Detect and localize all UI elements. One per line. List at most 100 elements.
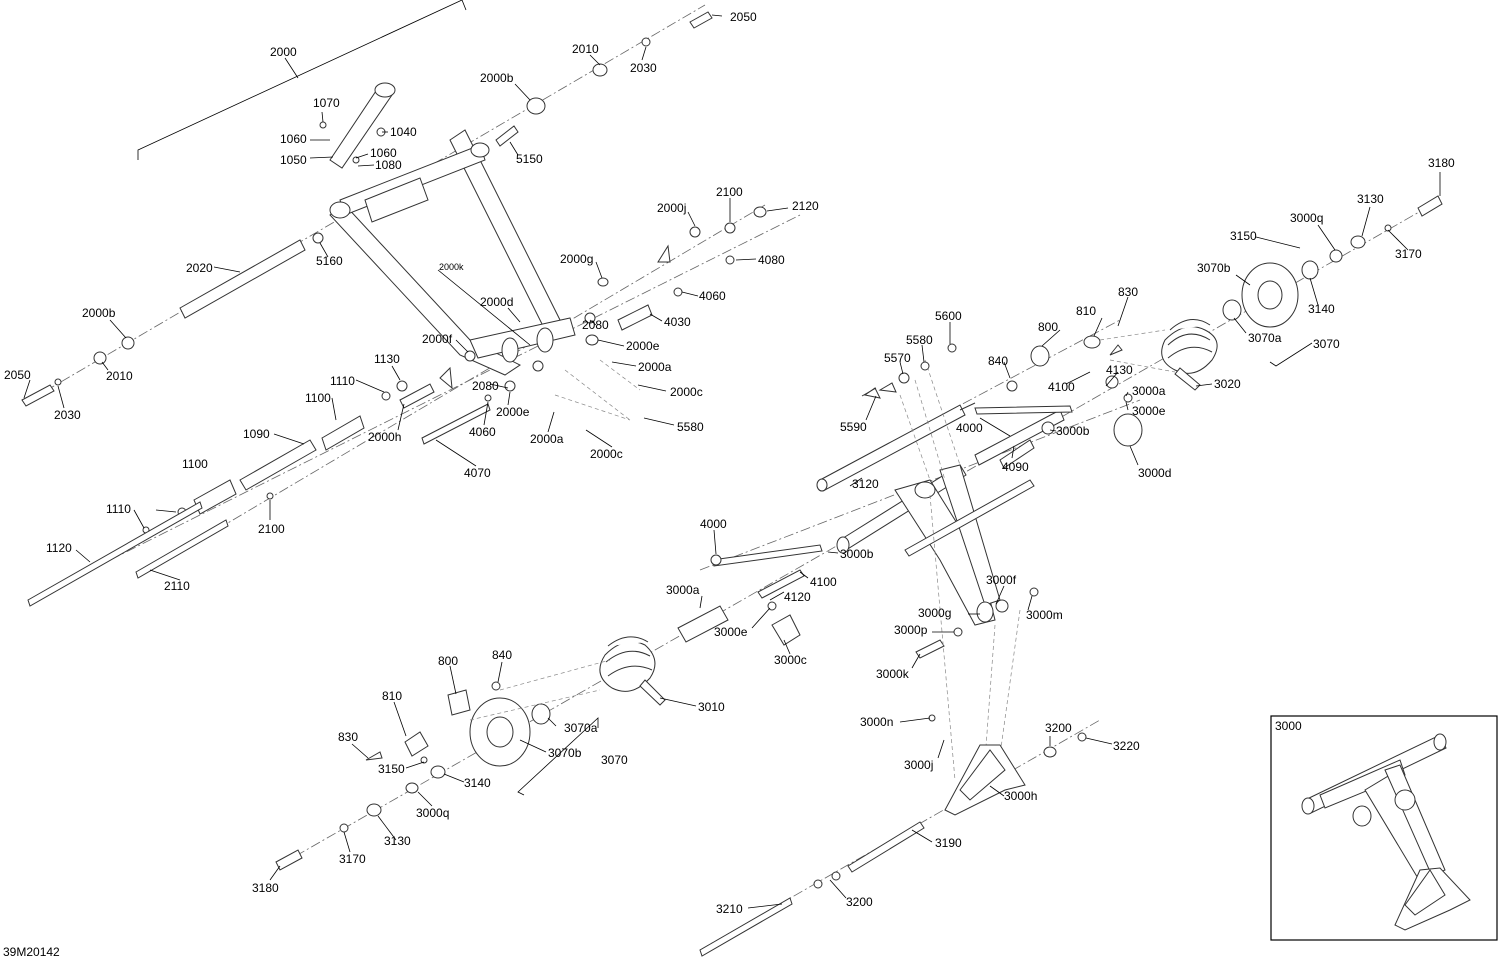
callout-3140-right: 3140 [1308,302,1335,316]
callout-3150-right: 3150 [1230,229,1257,243]
callout-4030: 4030 [664,315,691,329]
callout-2080-mid: 2080 [472,379,499,393]
callout-2000b-top: 2000b [480,71,514,85]
callout-2010-left: 2010 [106,369,133,383]
callout-3190: 3190 [935,836,962,850]
callout-830-left: 830 [338,730,358,744]
leader-2000 [284,57,299,79]
callout-2000g: 2000g [560,252,593,266]
callout-4060-mid: 4060 [469,425,496,439]
callout-4060-top: 4060 [699,289,726,303]
axis-top-front [29,214,801,601]
rear-arm-assembly [816,359,1143,626]
top-arm-assembly [329,82,576,376]
assembly-bracket-3070-left [517,717,599,796]
callout-1050: 1050 [280,153,307,167]
callout-3000k: 3000k [876,667,910,681]
callout-3000a-right: 3000a [1132,384,1166,398]
callout-3000d: 3000d [1138,466,1171,480]
leader-lines [23,14,1441,909]
callout-2050-left: 2050 [4,368,31,382]
callout-1060-b: 1060 [370,146,397,160]
callout-1080: 1080 [375,158,402,172]
callout-4070: 4070 [464,466,491,480]
callout-2000a-top: 2000a [638,360,672,374]
right-spring-wheel [878,195,1443,469]
callout-3150-left: 3150 [378,762,405,776]
top-front-shafts [21,239,641,607]
callout-2000c-mid: 2000c [590,447,623,461]
callout-5590: 5590 [840,420,867,434]
callout-2000c-top: 2000c [670,385,703,399]
callout-3130-left: 3130 [384,834,411,848]
callout-4000-right: 4000 [956,421,983,435]
callout-2080-top: 2080 [582,318,609,332]
callout-4100-left: 4100 [810,575,837,589]
callout-2000f: 2000f [422,332,453,346]
callout-3200-bottom: 3200 [846,895,873,909]
callout-3000h: 3000h [1004,789,1037,803]
callout-3000e-left: 3000e [714,625,748,639]
callout-3000n: 3000n [860,715,893,729]
callout-1040: 1040 [390,125,417,139]
callout-1110-left: 1110 [106,502,131,516]
callout-3170-right: 3170 [1395,247,1422,261]
callout-2030-top: 2030 [630,61,657,75]
axis-top-mid [139,204,766,576]
inset-frame [1270,715,1498,941]
callout-3000p: 3000p [894,623,928,637]
callout-3070b-left: 3070b [548,746,582,760]
callout-800-left: 800 [438,654,458,668]
callout-2000e-mid: 2000e [496,405,530,419]
callout-3000q-left: 3000q [416,806,449,820]
callout-5580-right: 5580 [906,333,933,347]
callout-4100-right: 4100 [1048,380,1075,394]
callout-3180-right: 3180 [1428,156,1455,170]
callout-2010-top: 2010 [572,42,599,56]
callout-3000m: 3000m [1026,608,1063,622]
callout-3000c: 3000c [774,653,807,667]
callout-2000d: 2000d [480,295,513,309]
left-spring-wheel [275,636,666,871]
callout-5160: 5160 [316,254,343,268]
document-id: 39M20142 [3,945,60,959]
callout-4120: 4120 [784,590,811,604]
callout-1060-a: 1060 [280,132,307,146]
callout-800-right: 800 [1038,320,1058,334]
callout-3130-right: 3130 [1357,192,1384,206]
inset-label: 3000 [1275,719,1302,733]
callout-810-right: 810 [1076,304,1096,318]
callout-3020: 3020 [1214,377,1241,391]
callout-3220: 3220 [1113,739,1140,753]
callout-1100-left: 1100 [182,457,208,471]
callout-1120: 1120 [46,541,72,555]
lower-center-components [677,494,1039,781]
callout-1090: 1090 [243,427,270,441]
callout-3140-left: 3140 [464,776,491,790]
callout-3170-left: 3170 [339,852,366,866]
callout-3180-left: 3180 [252,881,279,895]
callout-2120: 2120 [792,199,819,213]
callout-2100-left: 2100 [258,522,285,536]
callout-3070-right: 3070 [1313,337,1340,351]
callout-2050-top: 2050 [730,10,757,24]
callout-3000j: 3000j [904,758,933,772]
callout-1070: 1070 [313,96,340,110]
assembly-bracket-3070-right [1269,342,1313,367]
callout-2000a-mid: 2000a [530,432,564,446]
callout-2000k: 2000k [439,262,464,272]
callout-2000e-top: 2000e [626,339,660,353]
callout-5570: 5570 [884,351,911,365]
callout-3000q-right: 3000q [1290,211,1323,225]
callout-3200-top: 3200 [1045,721,1072,735]
callout-3070a-right: 3070a [1248,331,1282,345]
callout-4130: 4130 [1106,363,1133,377]
callout-1130: 1130 [374,352,400,366]
callout-4000-left: 4000 [700,517,727,531]
callout-840-left: 840 [492,648,512,662]
assembly-bracket-2000 [137,0,467,160]
callout-3070-left: 3070 [601,753,628,767]
callout-2030-left: 2030 [54,408,81,422]
callout-3010: 3010 [698,700,725,714]
